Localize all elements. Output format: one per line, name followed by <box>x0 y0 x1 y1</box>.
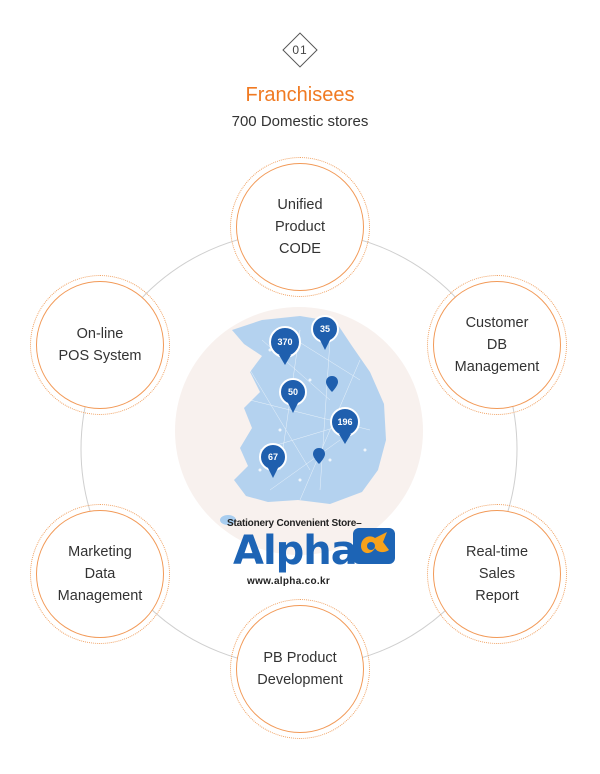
brand-name: Alpha <box>233 528 358 574</box>
location-markers <box>313 376 338 464</box>
node-label: Marketing Data Management <box>57 544 143 604</box>
node-label: Unified Product CODE <box>275 197 325 257</box>
node-label: PB Product Development <box>257 650 343 688</box>
pin-196: 196 <box>330 407 360 444</box>
pin-35: 35 <box>311 315 339 350</box>
node-customer-db-management: Customer DB Management <box>427 275 567 415</box>
pin-50: 50 <box>279 378 307 413</box>
brand-url: www.alpha.co.kr <box>247 576 331 587</box>
pin-count-label: 50 <box>288 387 298 397</box>
section-subtitle: 700 Domestic stores <box>231 113 369 130</box>
node-label: On-line POS System <box>58 326 142 364</box>
brand-tagline: Stationery Convenient Store– <box>227 518 362 529</box>
map-marker-icon <box>313 448 325 464</box>
node-marketing-data-management: Marketing Data Management <box>30 504 170 644</box>
node-realtime-sales-report: Real-time Sales Report <box>427 504 567 644</box>
section-title: Franchisees <box>245 84 355 106</box>
pin-count-label: 35 <box>320 324 330 334</box>
pin-count-label: 196 <box>337 417 352 427</box>
pin-67: 67 <box>259 443 287 478</box>
pin-count-label: 67 <box>268 452 278 462</box>
map-marker-icon <box>326 376 338 392</box>
node-pb-product-development: PB Product Development <box>230 599 370 739</box>
node-online-pos-system: On-line POS System <box>30 275 170 415</box>
node-label: Customer DB Management <box>454 315 540 375</box>
node-unified-product-code: Unified Product CODE <box>230 157 370 297</box>
pin-count-label: 370 <box>277 337 292 347</box>
step-number: 01 <box>292 43 308 57</box>
jeju-island <box>220 515 236 525</box>
alpha-logo-icon <box>353 528 395 564</box>
brand-logo-block: Stationery Convenient Store– Alpha www.a… <box>225 518 405 588</box>
pin-370: 370 <box>269 326 301 365</box>
diamond-outline <box>282 32 318 68</box>
step-badge: 01 <box>280 30 320 70</box>
node-label: Real-time Sales Report <box>465 544 529 604</box>
